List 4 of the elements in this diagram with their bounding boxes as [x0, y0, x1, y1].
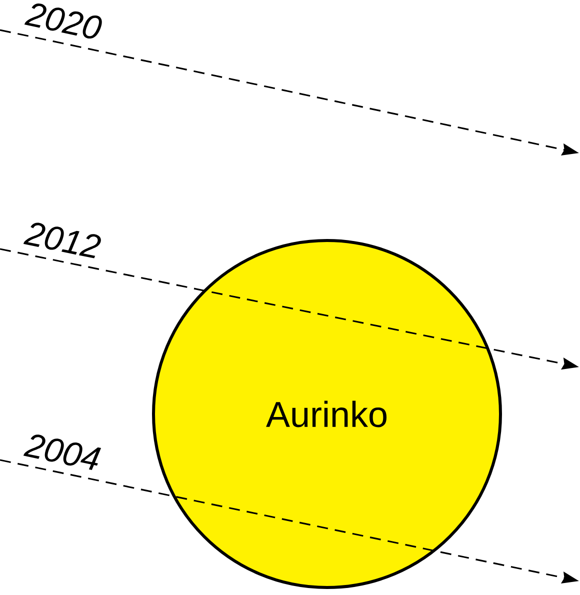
year-label: 2004 — [23, 434, 102, 470]
sun-disc: Aurinko — [152, 239, 502, 589]
year-label: 2020 — [24, 4, 102, 39]
year-label: 2012 — [23, 222, 101, 258]
